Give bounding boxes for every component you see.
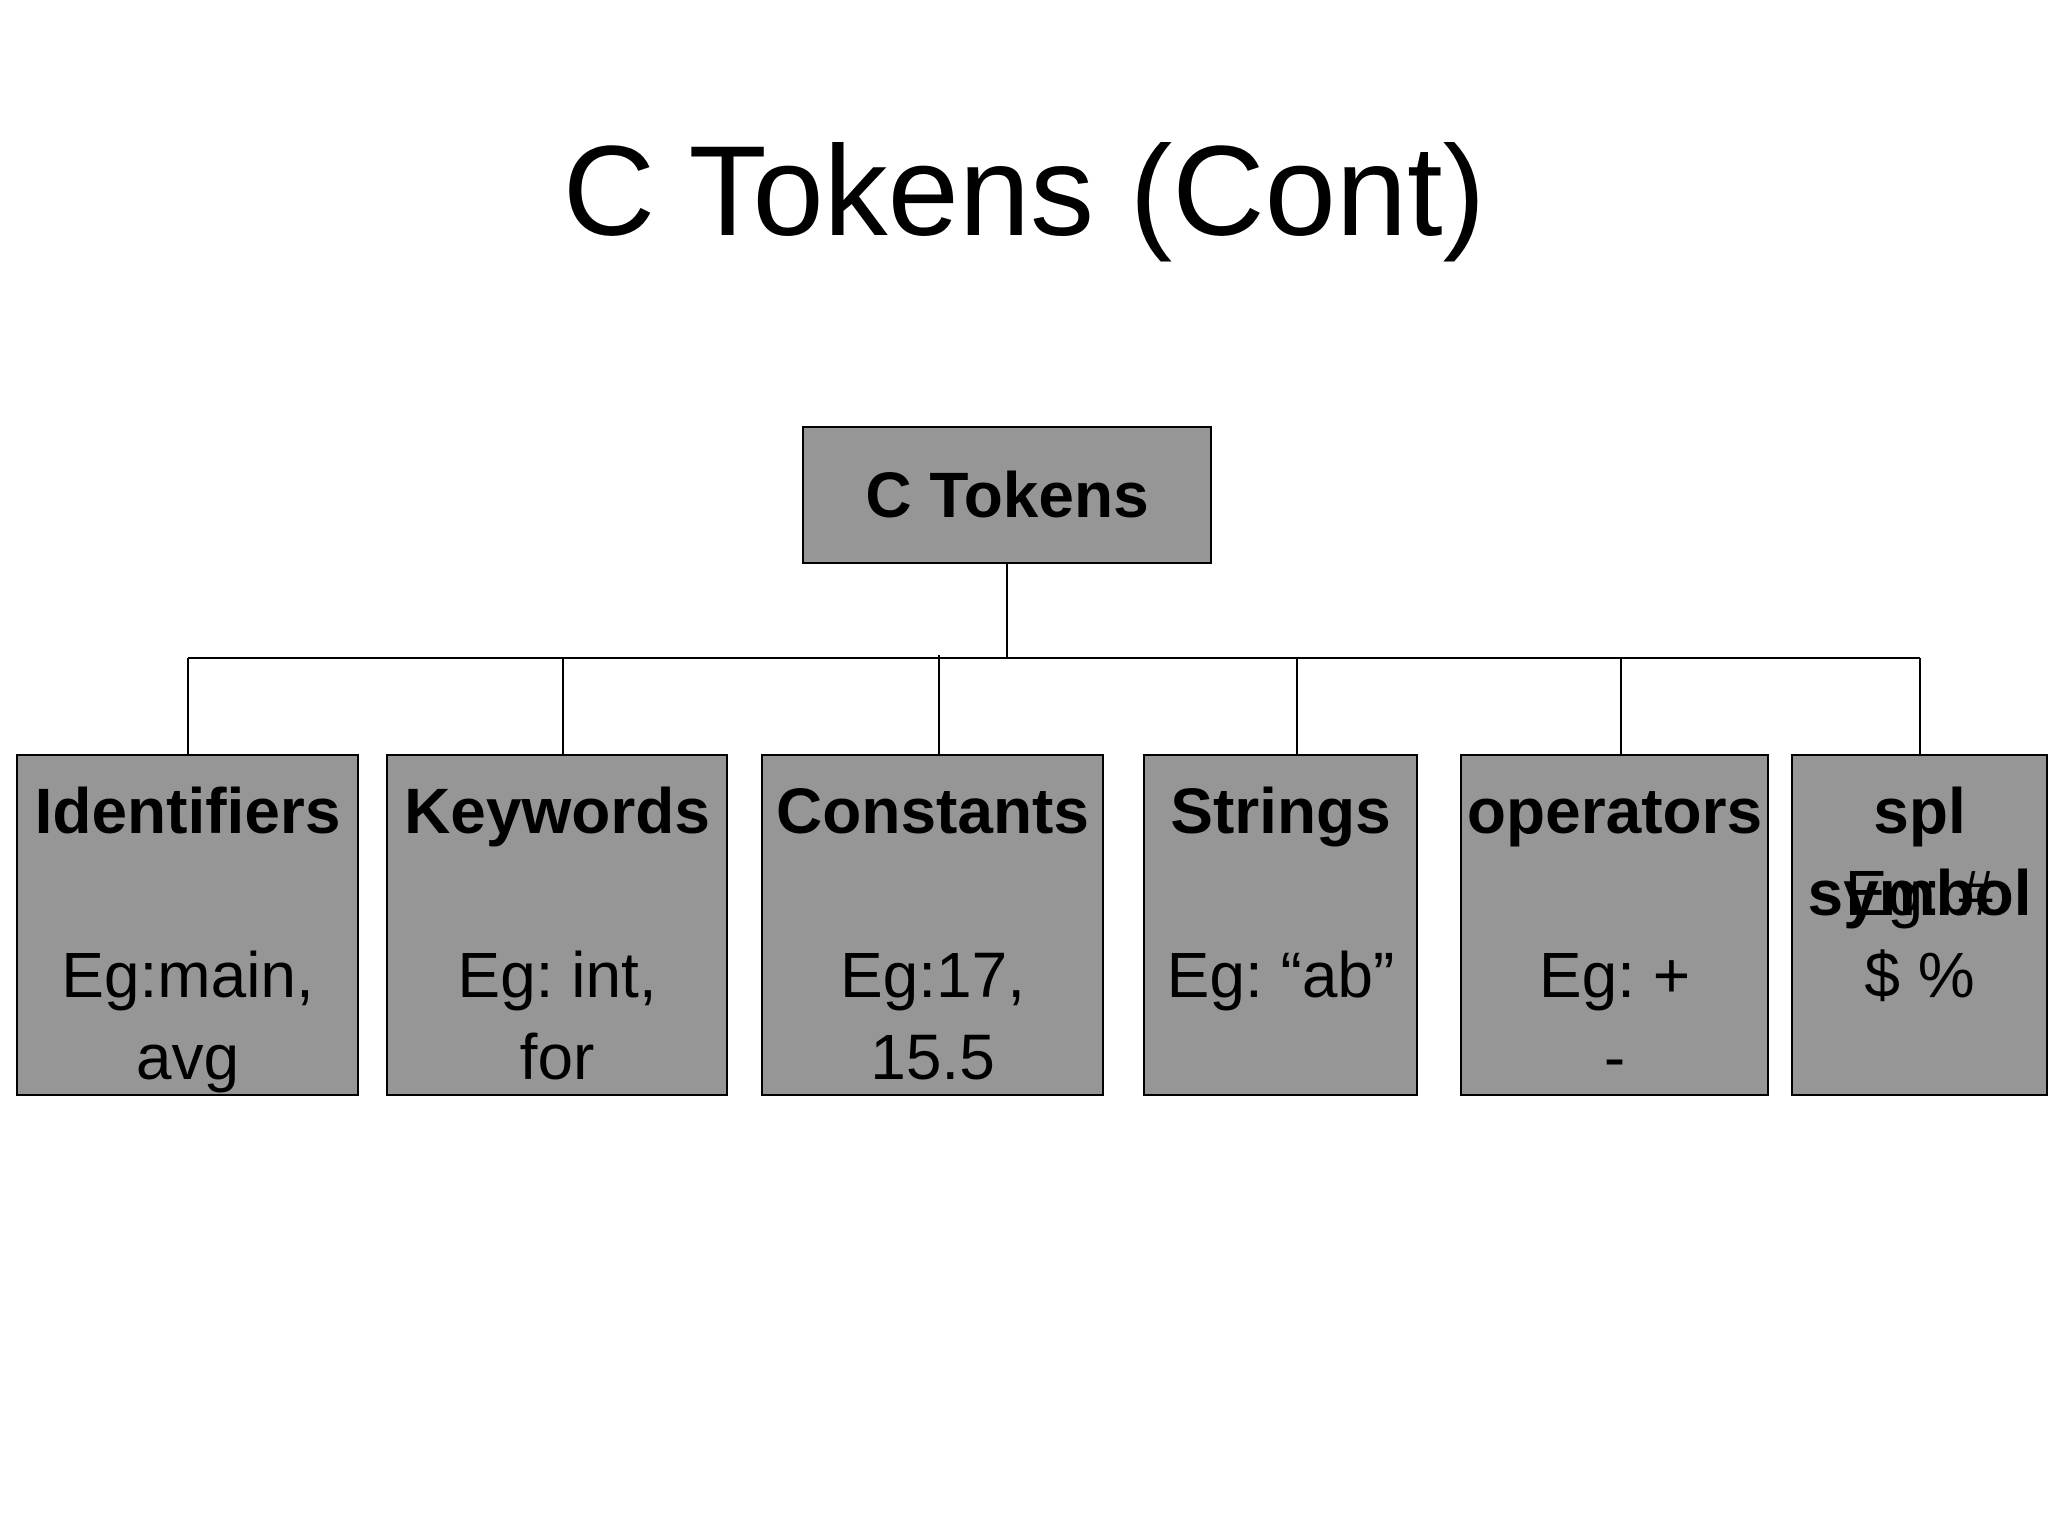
node-name: Constants xyxy=(776,775,1089,847)
node-name: Strings xyxy=(1170,775,1391,847)
node-strings: Strings Eg: “ab” xyxy=(1143,754,1418,1096)
node-spl-symbol: spl symbol Eg: # $ % xyxy=(1791,754,2048,1096)
node-example: Eg:main, avg xyxy=(61,939,314,1093)
node-example: Eg: # $ % xyxy=(1844,857,1995,1011)
root-node-c-tokens: C Tokens xyxy=(802,426,1212,564)
node-constants: Constants Eg:17, 15.5 xyxy=(761,754,1104,1096)
node-identifiers: Identifiers Eg:main, avg xyxy=(16,754,359,1096)
node-example: Eg: “ab” xyxy=(1166,939,1395,1011)
node-keywords: Keywords Eg: int, for xyxy=(386,754,728,1096)
node-name: operators xyxy=(1466,775,1763,847)
node-example: Eg: int, for xyxy=(457,939,657,1093)
node-example: Eg:17, 15.5 xyxy=(839,939,1026,1093)
node-name: Identifiers xyxy=(34,775,341,847)
slide-title: C Tokens (Cont) xyxy=(562,120,1486,263)
node-name: Keywords xyxy=(404,775,710,847)
node-operators: operators Eg: + - xyxy=(1460,754,1769,1096)
root-node-label: C Tokens xyxy=(865,459,1149,531)
node-example: Eg: + - xyxy=(1538,939,1691,1093)
node-name: spl symbol xyxy=(1807,775,2032,929)
